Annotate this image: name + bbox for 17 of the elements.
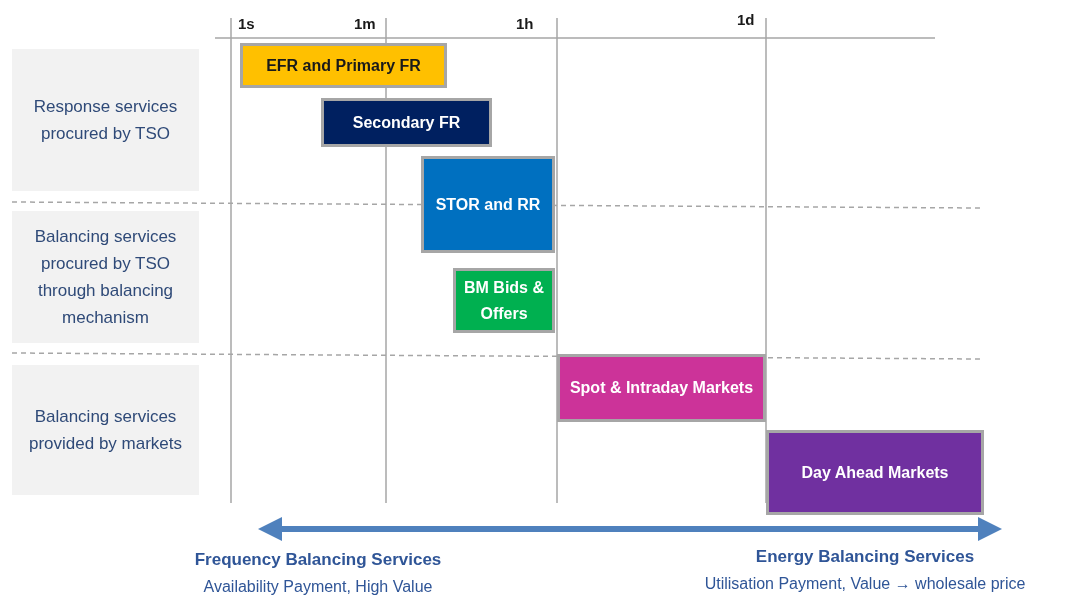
- service-box: STOR and RR: [421, 156, 555, 253]
- category-label-box: Balancing services provided by markets: [12, 365, 199, 495]
- category-label-box: Response services procured by TSO: [12, 49, 199, 191]
- service-box: Day Ahead Markets: [766, 430, 984, 515]
- tick-label: 1d: [737, 11, 755, 28]
- axis-subtext: Utilisation Payment, Value → wholesale price: [704, 575, 1026, 593]
- tick-label: 1m: [354, 15, 376, 32]
- service-box: BM Bids & Offers: [453, 268, 555, 333]
- service-box: Spot & Intraday Markets: [557, 354, 766, 422]
- tick-label: 1h: [516, 15, 534, 32]
- axis-subtext: Availability Payment, High Value: [203, 578, 433, 596]
- service-box: EFR and Primary FR: [240, 43, 447, 88]
- axis-heading: Energy Balancing Services: [755, 547, 975, 567]
- service-box: Secondary FR: [321, 98, 492, 147]
- tick-label: 1s: [238, 15, 255, 32]
- category-label-box: Balancing services procured by TSO through balancing mechanism: [12, 211, 199, 343]
- axis-heading: Frequency Balancing Services: [194, 550, 442, 570]
